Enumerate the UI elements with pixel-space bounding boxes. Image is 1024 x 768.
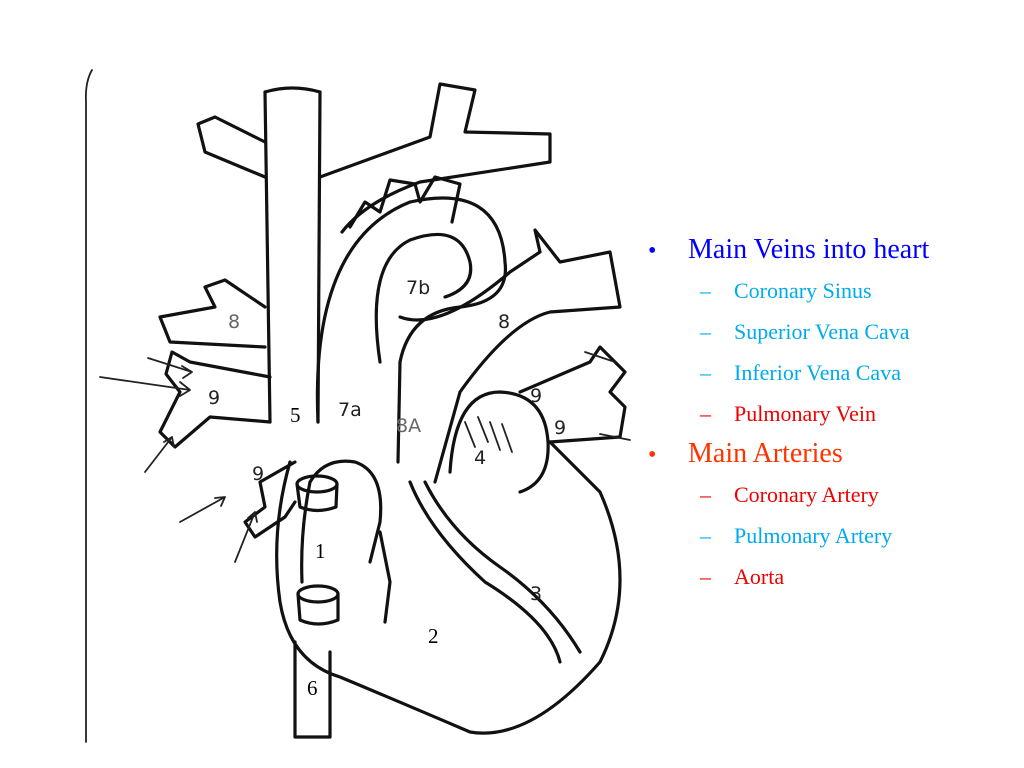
veins-item-dash: – — [700, 319, 711, 344]
left-atrium-outline — [448, 390, 550, 494]
label-5: 5 — [290, 403, 301, 427]
label-7a: 7a — [338, 399, 362, 421]
bullet-list: • Main Veins into heart –Coronary Sinus–… — [648, 230, 1018, 597]
arrow-upper-left — [99, 376, 191, 397]
interventricular-septum-outline — [378, 480, 582, 664]
lower-right-pulmonary-veins-outline — [243, 460, 297, 539]
label-8a: 8A — [396, 415, 421, 437]
label-8-left: 8 — [228, 311, 240, 333]
veins-item-text: Superior Vena Cava — [734, 319, 910, 344]
arteries-item-dash: – — [700, 564, 711, 589]
label-9-right-lower: 9 — [554, 417, 566, 439]
right-atrium-outline — [300, 459, 383, 584]
aortic-arch-outline — [315, 196, 508, 464]
veins-title: Main Veins into heart — [688, 234, 930, 265]
arteries-heading: • Main Arteries — [648, 434, 1018, 474]
veins-item-dash: – — [700, 360, 711, 385]
right-pulmonary-artery-outline — [158, 278, 267, 349]
veins-item-2: –Superior Vena Cava — [648, 311, 1018, 352]
arteries-item-3: –Aorta — [648, 556, 1018, 597]
arrow-lower-left — [144, 436, 175, 473]
right-pulmonary-veins-outline — [158, 350, 272, 449]
arteries-item-2: –Pulmonary Artery — [648, 515, 1018, 556]
arteries-item-1: –Coronary Artery — [648, 474, 1018, 515]
label-9-right-upper: 9 — [530, 385, 542, 407]
aorta-branches-outline — [348, 175, 462, 229]
veins-heading: • Main Veins into heart — [648, 230, 1018, 270]
tricuspid-valve-top — [295, 474, 339, 494]
veins-item-dash: – — [700, 401, 711, 426]
arrow-bottom — [234, 511, 258, 563]
label-8-right: 8 — [498, 311, 510, 333]
arteries-item-text: Pulmonary Artery — [734, 523, 893, 548]
label-2: 2 — [428, 624, 439, 648]
scan-edge-line — [84, 69, 93, 743]
arteries-item-text: Coronary Artery — [734, 482, 879, 507]
arteries-bullet: • — [648, 442, 657, 468]
superior-vena-cava-outline — [263, 86, 322, 424]
label-3: 3 — [530, 583, 542, 605]
left-pulmonary-veins-outline — [518, 345, 627, 444]
label-1: 1 — [315, 539, 326, 563]
brachiocephalic-outline — [318, 82, 552, 234]
veins-item-4: –Pulmonary Vein — [648, 393, 1018, 434]
ivc-valve-top — [296, 584, 340, 604]
mitral-valve-outline — [464, 416, 513, 453]
aorta-inner-outline — [374, 232, 473, 364]
heart-diagram: 1 2 3 4 5 6 7a 7b 8A 8 8 9 9 9 9 — [84, 69, 631, 743]
arteries-item-dash: – — [700, 523, 711, 548]
label-4: 4 — [474, 447, 486, 469]
veins-item-3: –Inferior Vena Cava — [648, 352, 1018, 393]
pulmonary-trunk-outline — [398, 228, 622, 484]
tricuspid-valve-body — [295, 482, 339, 513]
heart-outline — [275, 440, 622, 735]
arteries-item-dash: – — [700, 482, 711, 507]
label-6: 6 — [307, 676, 318, 700]
veins-item-text: Pulmonary Vein — [734, 401, 876, 426]
arrow-right-top — [584, 351, 616, 363]
label-9-left-upper: 9 — [208, 387, 220, 409]
arteries-item-text: Aorta — [734, 564, 785, 589]
veins-item-text: Coronary Sinus — [734, 278, 872, 303]
left-branch-outline — [196, 115, 267, 179]
veins-item-1: –Coronary Sinus — [648, 270, 1018, 311]
veins-bullet: • — [648, 238, 657, 264]
arrow-right-bottom — [599, 433, 631, 441]
veins-item-dash: – — [700, 278, 711, 303]
label-7b: 7b — [406, 277, 430, 299]
veins-item-text: Inferior Vena Cava — [734, 360, 901, 385]
arrow-mid-left — [147, 357, 193, 379]
ivc-valve-body — [296, 592, 340, 626]
arteries-title: Main Arteries — [688, 438, 843, 469]
label-9-left-lower: 9 — [252, 463, 264, 485]
arrow-bottom-left — [179, 496, 226, 523]
inferior-vena-cava-outline — [293, 640, 332, 739]
